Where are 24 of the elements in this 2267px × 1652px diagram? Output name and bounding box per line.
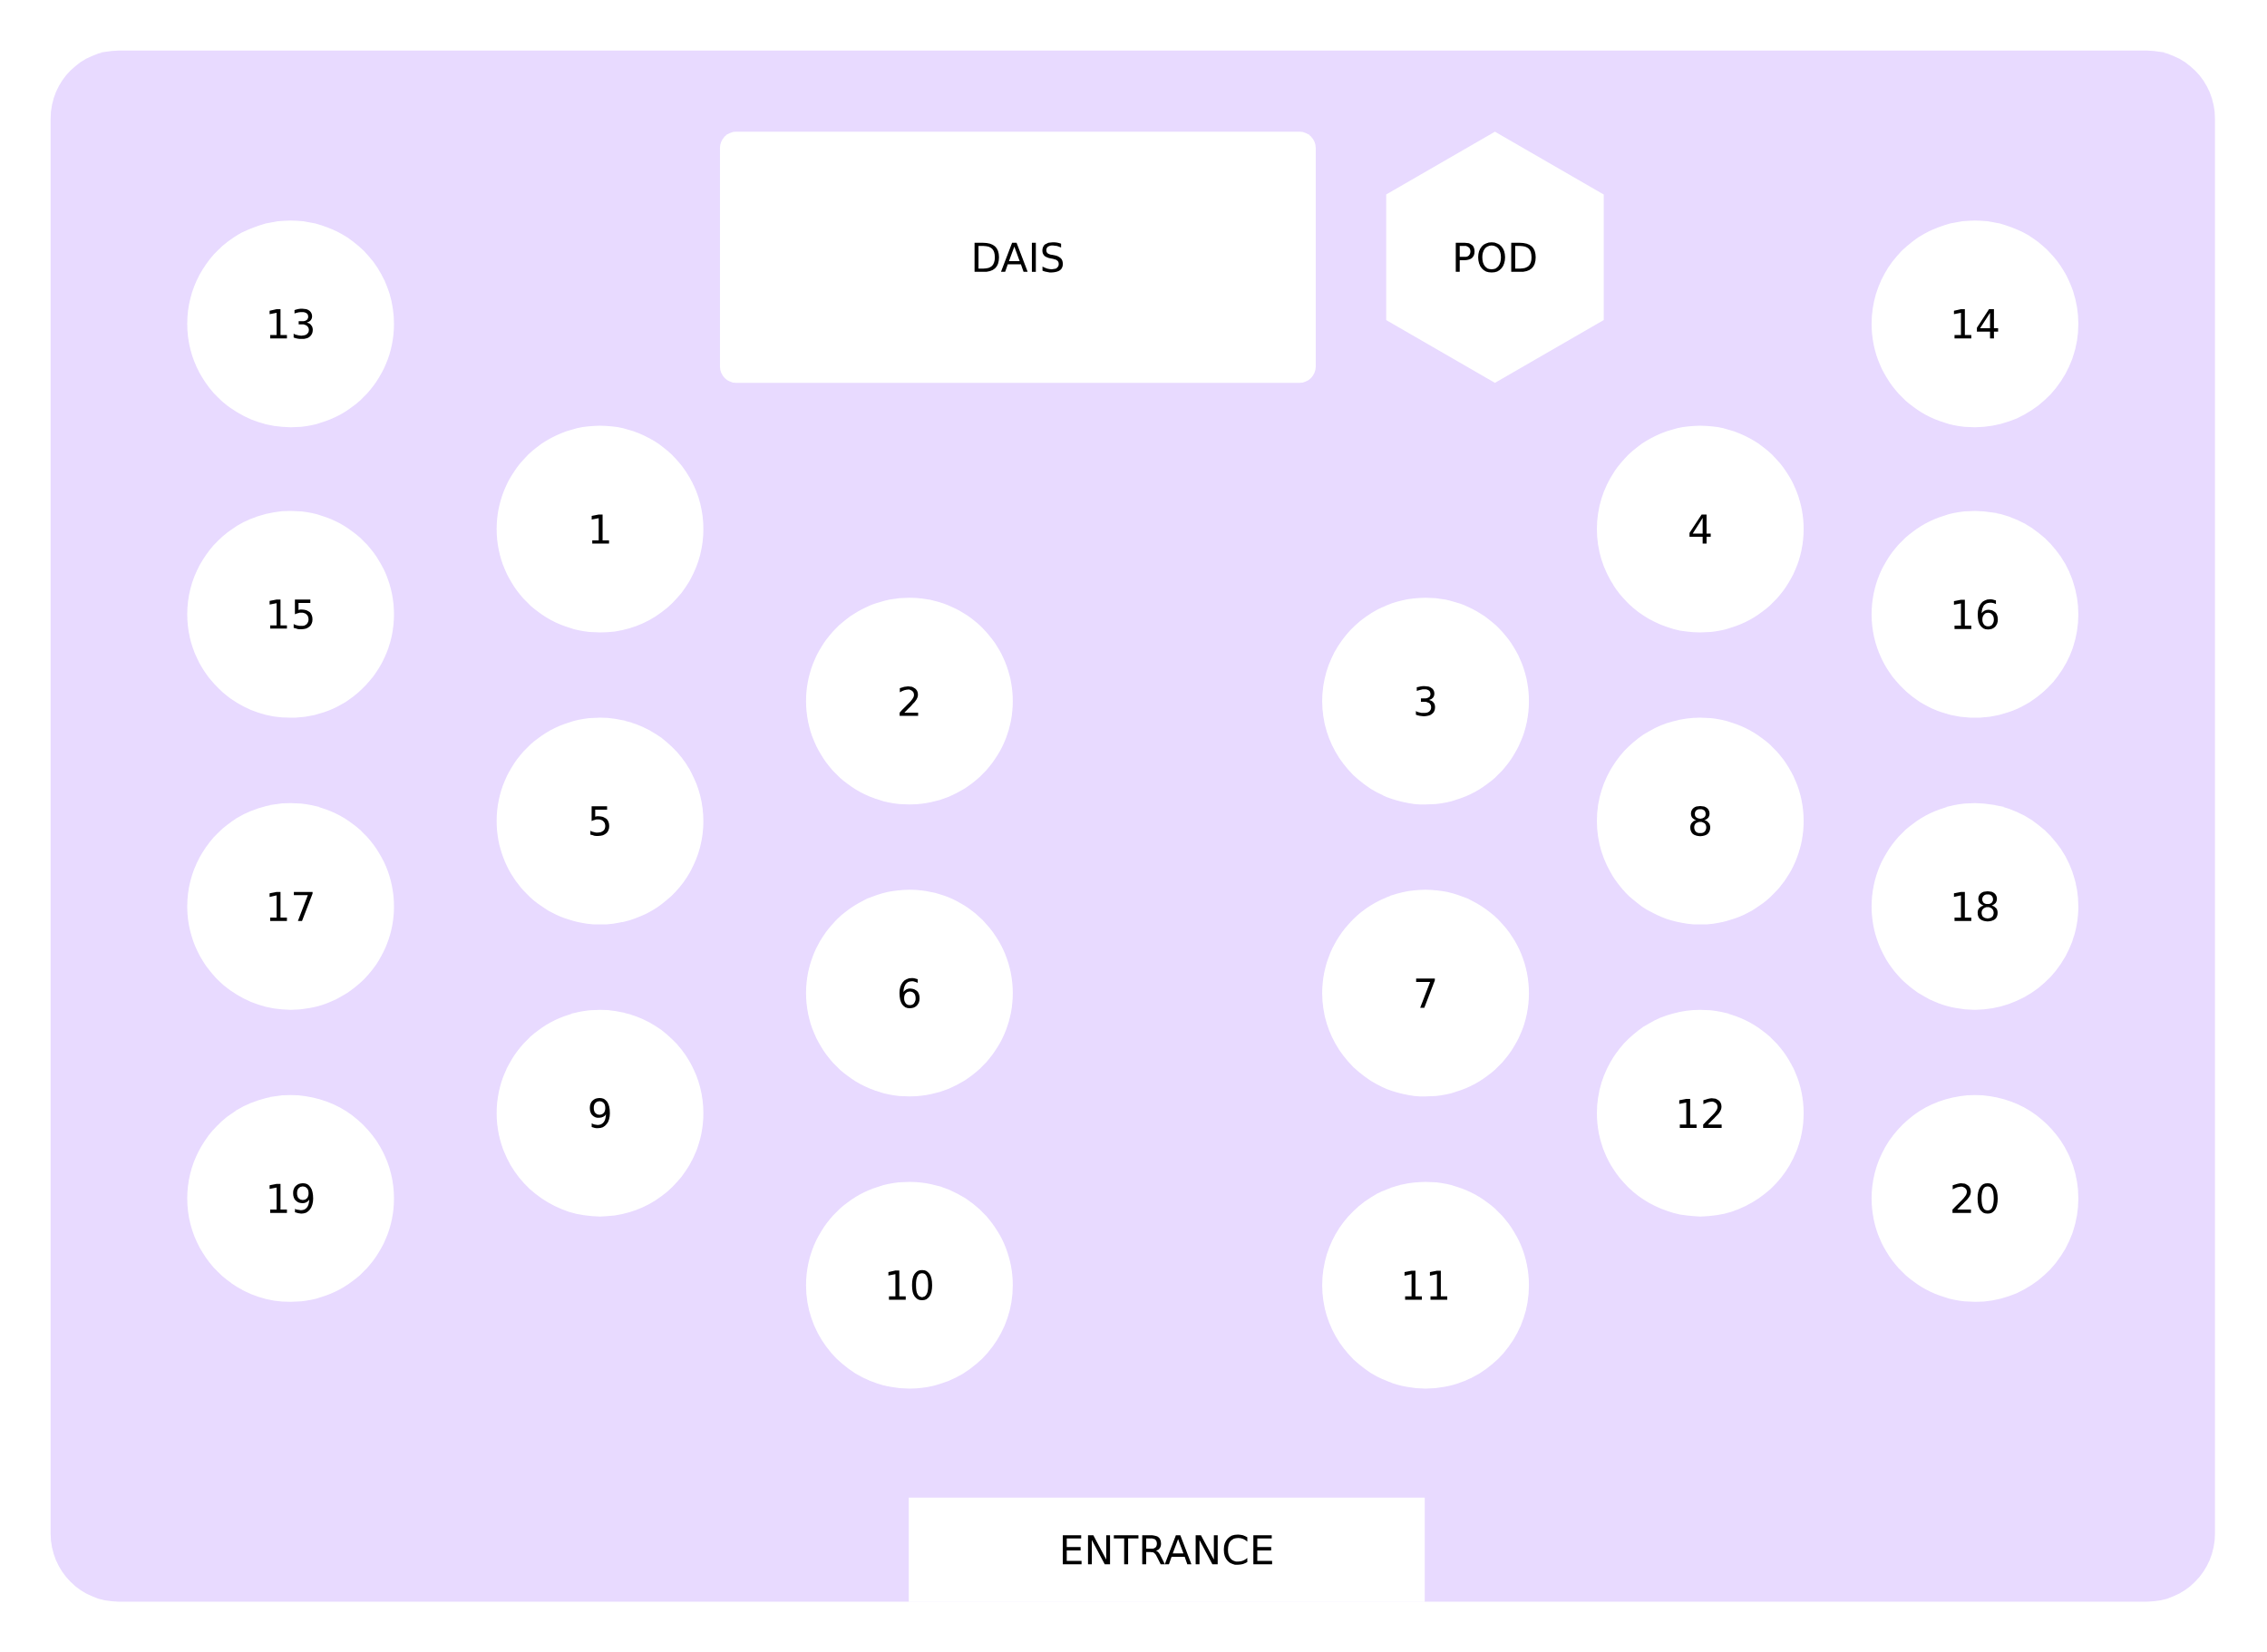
round-table: 20 bbox=[1871, 1094, 2078, 1302]
round-table: 13 bbox=[187, 219, 394, 427]
round-table: 14 bbox=[1871, 219, 2078, 427]
round-table: 5 bbox=[496, 717, 704, 925]
round-table: 9 bbox=[496, 1009, 704, 1217]
round-table: 3 bbox=[1322, 598, 1530, 805]
round-table: 17 bbox=[187, 802, 394, 1010]
round-table: 10 bbox=[805, 1181, 1013, 1389]
round-table: 4 bbox=[1597, 425, 1804, 633]
round-table: 1 bbox=[496, 425, 704, 633]
round-table: 16 bbox=[1871, 510, 2078, 718]
round-table: 19 bbox=[187, 1094, 394, 1302]
round-table: 12 bbox=[1597, 1009, 1804, 1217]
round-table: 11 bbox=[1322, 1181, 1530, 1389]
round-table: 15 bbox=[187, 510, 394, 718]
round-table: 8 bbox=[1597, 717, 1804, 925]
round-table: 2 bbox=[805, 598, 1013, 805]
entrance-opening: ENTRANCE bbox=[909, 1497, 1425, 1602]
round-table: 18 bbox=[1871, 802, 2078, 1010]
dais-platform: DAIS bbox=[719, 131, 1316, 384]
podium-hexagon: POD bbox=[1386, 131, 1604, 384]
round-table: 7 bbox=[1322, 889, 1530, 1097]
node-label: ENTRANCE bbox=[1063, 1534, 1272, 1565]
round-table: 6 bbox=[805, 889, 1013, 1097]
